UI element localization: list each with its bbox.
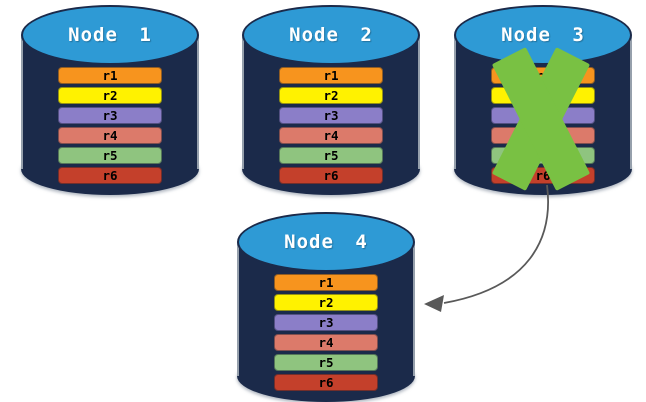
cylinder-top: Node 3 [454, 5, 632, 65]
replica-row-r2: r2 [58, 87, 162, 104]
replica-row-r6: r6 [279, 167, 383, 184]
replica-rows: r1 r2 r3 r4 r5 r6 [279, 67, 383, 184]
cylinder-top: Node 2 [242, 5, 420, 65]
replica-row-r5: r5 [58, 147, 162, 164]
failover-arrow-head [424, 295, 444, 312]
node-title: Node 4 [284, 231, 368, 253]
replica-rows: r1 r2 r3 r4 r5 r6 [58, 67, 162, 184]
replica-rows: r1 r2 r3 r4 r5 r6 [274, 274, 378, 391]
replica-row-r1: r1 [279, 67, 383, 84]
replica-row-r5: r5 [279, 147, 383, 164]
replica-row-r5: r5 [274, 354, 378, 371]
replica-row-r4: r4 [58, 127, 162, 144]
replica-row-r2: r2 [274, 294, 378, 311]
replica-row-r1: r1 [58, 67, 162, 84]
node-title: Node 2 [289, 24, 373, 46]
failure-x-icon [490, 47, 592, 191]
cylinder-top: Node 1 [21, 5, 199, 65]
cylinder-top: Node 4 [237, 212, 415, 272]
node-title: Node 1 [68, 24, 152, 46]
replica-row-r1: r1 [274, 274, 378, 291]
node-cylinder-1: Node 1 r1 r2 r3 r4 r5 r6 [21, 5, 199, 195]
replica-row-r6: r6 [58, 167, 162, 184]
replica-row-r6: r6 [274, 374, 378, 391]
replica-row-r4: r4 [274, 334, 378, 351]
node-cylinder-4: Node 4 r1 r2 r3 r4 r5 r6 [237, 212, 415, 402]
replica-row-r4: r4 [279, 127, 383, 144]
failover-arrow-curve [443, 184, 549, 304]
replica-row-r3: r3 [58, 107, 162, 124]
replica-row-r3: r3 [279, 107, 383, 124]
node-cylinder-2: Node 2 r1 r2 r3 r4 r5 r6 [242, 5, 420, 195]
replica-row-r2: r2 [279, 87, 383, 104]
node-title: Node 3 [501, 24, 585, 46]
node-cylinder-3: Node 3 r1 r2 r3 r4 r5 r6 [454, 5, 632, 195]
replica-row-r3: r3 [274, 314, 378, 331]
